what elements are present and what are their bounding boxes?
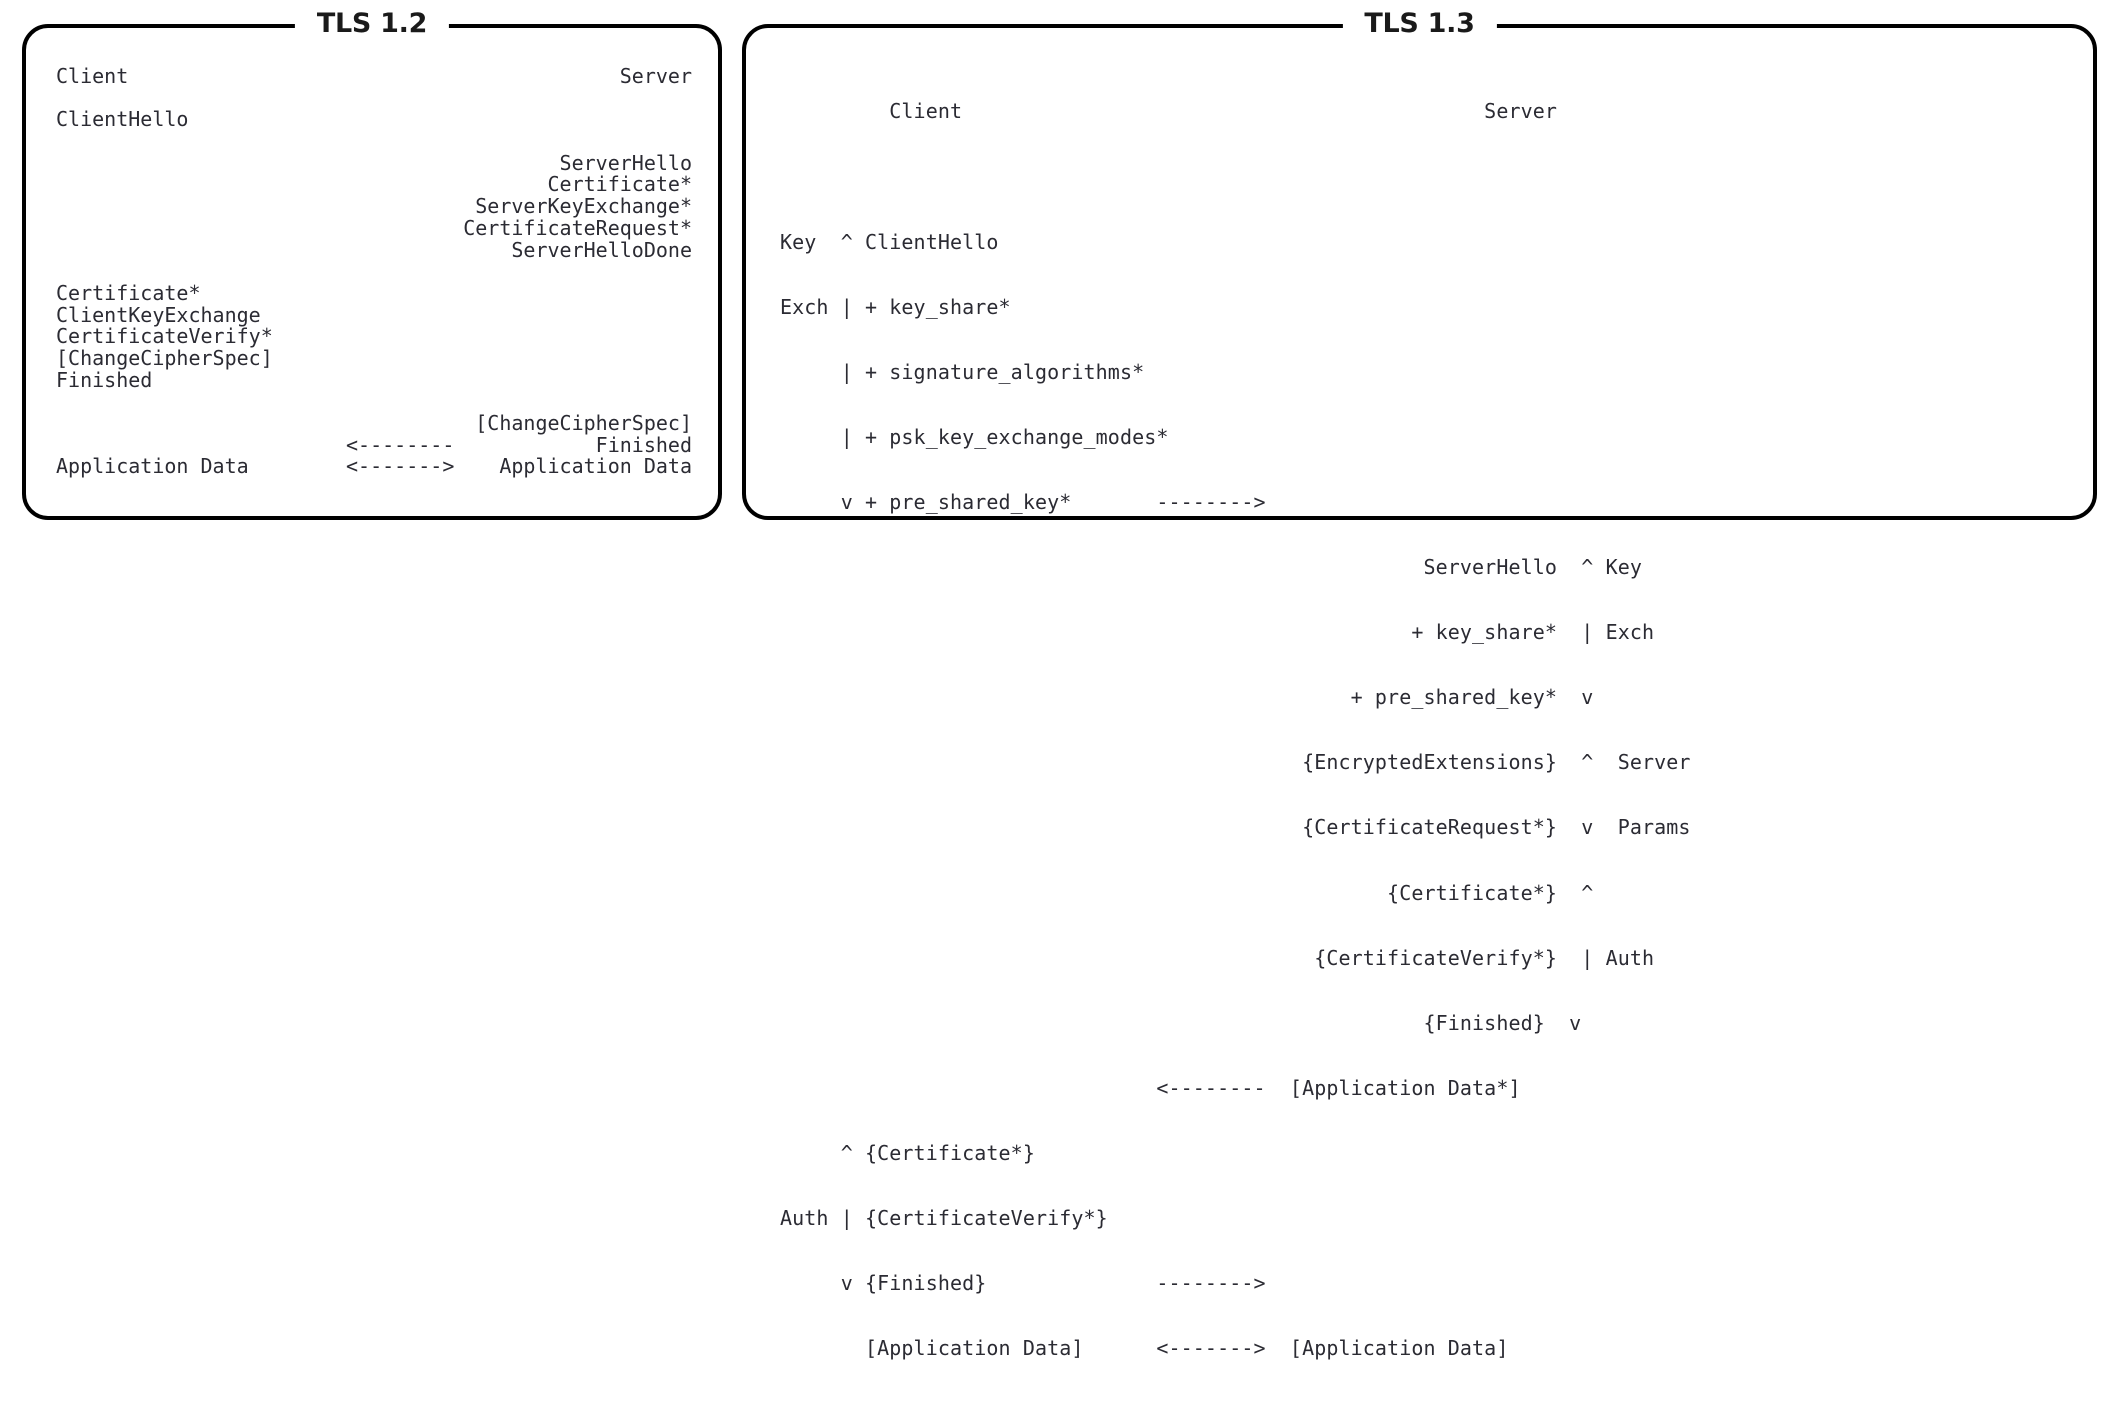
tls13-row-serverhello: ServerHello ^ Key xyxy=(780,555,1643,580)
panel-title-tls-1-3: TLS 1.3 xyxy=(1342,8,1497,39)
tls13-row-server-certificate: {Certificate*} ^ xyxy=(780,880,1594,905)
tls12-row-spacer xyxy=(56,259,692,281)
tls13-row-application-data-bidirectional-icon: [Application Data] <-------> [Applicatio… xyxy=(780,1336,1509,1361)
tls12-row-serverkeyexchange: ServerKeyExchange* xyxy=(56,194,692,219)
tls12-row-certificate: Certificate* xyxy=(56,172,693,197)
panel-tls-1-2: TLS 1.2 Client Server ClientHello xyxy=(22,8,722,520)
tls12-right-cell: Certificate* xyxy=(547,172,693,197)
tls13-row-roles: Client Server xyxy=(780,99,1558,124)
tls12-right-cell: ServerHelloDone xyxy=(511,237,692,262)
tls13-row-certificate-request: {CertificateRequest*} v Params xyxy=(780,815,1691,840)
tls12-left-cell: Certificate* xyxy=(56,280,201,305)
tls12-right-cell: CertificateRequest* xyxy=(463,215,692,240)
tls12-row-clientkeyexchange: ClientKeyExchange xyxy=(56,302,692,327)
tls12-row-changecipherspec: [ChangeCipherSpec] xyxy=(56,345,692,370)
tls13-row-server-certificate-verify: {CertificateVerify*} | Auth xyxy=(780,945,1655,970)
tls12-right-cell: Finished xyxy=(595,432,692,457)
diagram-canvas: TLS 1.2 Client Server ClientHello xyxy=(22,8,2097,1359)
tls13-row-encrypted-extensions: {EncryptedExtensions} ^ Server xyxy=(780,750,1691,775)
tls13-row-key-clienthello: Key ^ ClientHello xyxy=(780,229,999,254)
tls12-row-serverhello: ServerHello xyxy=(56,150,692,175)
tls12-row-spacer xyxy=(56,129,692,151)
panel-title-tls-1-2: TLS 1.2 xyxy=(294,8,450,39)
tls12-row-serverhellodone: ServerHelloDone xyxy=(56,237,692,262)
tls13-row-server-key-share: + key_share* | Exch xyxy=(780,620,1655,645)
tls13-row-server-finished: {Finished} v xyxy=(780,1010,1582,1035)
tls12-left-cell: Finished xyxy=(56,367,153,392)
tls12-row-client-certificate: Certificate* xyxy=(56,280,692,305)
tls12-right-cell: [ChangeCipherSpec] xyxy=(475,411,692,435)
tls13-row-client-finished-arrow-right-icon: v {Finished} --------> xyxy=(780,1271,1266,1296)
tls13-row-client-certificate: ^ {Certificate*} xyxy=(780,1140,1035,1165)
tls12-row-spacer xyxy=(56,389,692,411)
tls12-row-certificaterequest: CertificateRequest* xyxy=(56,215,692,240)
tls12-row-finished: Finished xyxy=(56,367,692,392)
tls12-row-server-finished: <-------- Finished xyxy=(56,432,692,457)
tls13-row-server-pre-shared-key: + pre_shared_key* v xyxy=(780,685,1594,710)
panel-tls-1-3: TLS 1.3 Client Server Key ^ ClientHello … xyxy=(742,8,2097,1359)
tls12-right-cell: ServerKeyExchange* xyxy=(475,194,692,219)
tls13-row-server-application-data-arrow-left-icon: <-------- [Application Data*] xyxy=(780,1075,1521,1100)
tls12-row-clienthello: ClientHello xyxy=(56,107,692,132)
tls12-row-spacer xyxy=(56,86,692,108)
tls12-left-cell: Application Data xyxy=(56,454,249,479)
tls12-right-cell: ServerHello xyxy=(559,150,692,175)
tls13-row-signature-algorithms: | + signature_algorithms* xyxy=(780,359,1145,384)
tls13-row-pre-shared-key-arrow-right-icon: v + pre_shared_key* --------> xyxy=(780,489,1266,514)
tls13-row-exch-key-share: Exch | + key_share* xyxy=(780,294,1011,319)
tls12-arrow-left-icon: <-------- xyxy=(346,432,455,457)
tls13-handshake-flow: Client Server Key ^ ClientHello Exch | +… xyxy=(780,58,1691,1403)
tls12-handshake-flow: Client Server ClientHello xyxy=(56,64,693,479)
tls12-server-label: Server xyxy=(619,64,692,88)
tls13-row-psk-key-exchange-modes: | + psk_key_exchange_modes* xyxy=(780,424,1169,449)
tls12-left-cell: ClientKeyExchange xyxy=(56,302,261,327)
tls12-left-cell: CertificateVerify* xyxy=(56,324,273,349)
tls12-right-cell: Application Data xyxy=(499,454,692,479)
tls12-left-cell: [ChangeCipherSpec] xyxy=(56,345,273,370)
tls13-row-spacer xyxy=(780,167,1691,189)
tls12-row-application-data: Application Data <-------> Application D… xyxy=(56,454,692,479)
tls12-client-label: Client xyxy=(56,64,129,88)
tls12-left-cell: ClientHello xyxy=(56,107,189,132)
tls12-row-roles: Client Server xyxy=(56,64,692,88)
tls12-row-server-changecipherspec: [ChangeCipherSpec] xyxy=(56,411,692,435)
tls12-arrow-bidirectional-icon: <-------> xyxy=(346,454,455,479)
tls13-row-client-certificate-verify: Auth | {CertificateVerify*} xyxy=(780,1206,1108,1230)
tls12-row-certificateverify: CertificateVerify* xyxy=(56,324,692,349)
